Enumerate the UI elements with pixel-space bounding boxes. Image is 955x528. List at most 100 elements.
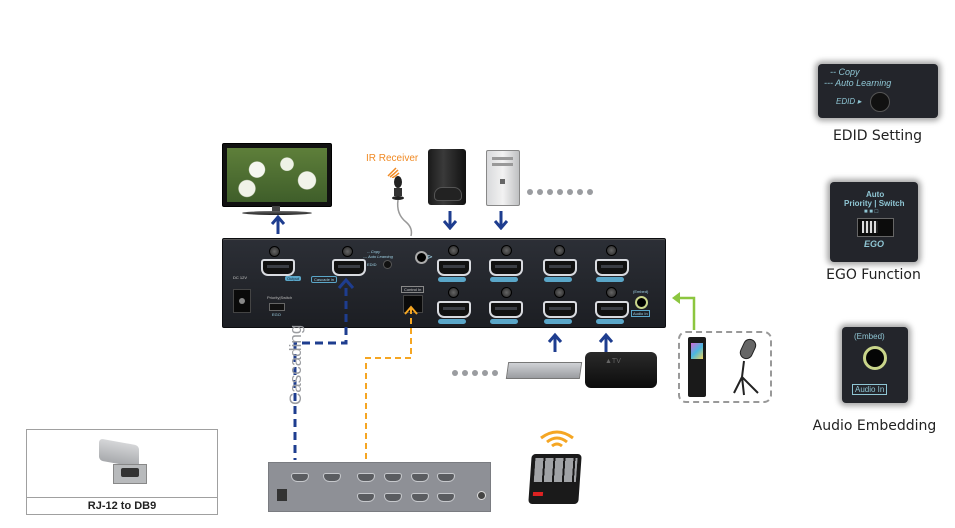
switch-text: Switch bbox=[878, 199, 905, 208]
portable-player bbox=[688, 337, 706, 397]
ir-receiver-device bbox=[391, 174, 421, 243]
hdmi-input-port[interactable] bbox=[595, 259, 629, 276]
arrow-up-appletv bbox=[598, 332, 614, 352]
edid-auto-learning-text: --- Auto Learning bbox=[824, 78, 892, 88]
audio-embedding-image: (Embed) Audio In bbox=[842, 327, 908, 403]
hdmi-input-port[interactable] bbox=[595, 301, 629, 318]
input-tag bbox=[438, 277, 466, 282]
edid-setting-label: EDID Setting bbox=[832, 128, 923, 144]
hdmi-port bbox=[411, 473, 429, 482]
output-tag: Output bbox=[285, 276, 302, 281]
input-tag bbox=[596, 319, 624, 324]
switch-text: Switch bbox=[280, 295, 293, 300]
embed-tag: (Embed) bbox=[633, 289, 649, 294]
input-tag bbox=[596, 277, 624, 282]
dc-jack bbox=[277, 489, 287, 501]
microphone bbox=[730, 337, 764, 402]
ir-signal-icon bbox=[386, 165, 400, 183]
ego-priority-switch-text: Priority | Switch bbox=[844, 199, 905, 208]
hdmi-port bbox=[384, 473, 402, 482]
hdmi-matrix-switch-rear-panel: DC 12V Priority|Switch EGO Output Cascad… bbox=[222, 238, 666, 328]
wifi-signal-icon bbox=[537, 428, 577, 453]
edid-label: EDID ▸ bbox=[836, 97, 862, 106]
edid-button[interactable] bbox=[383, 260, 392, 269]
dvd-player-source bbox=[505, 362, 583, 379]
edid-button[interactable] bbox=[870, 92, 890, 112]
ir-receiver-label: IR Receiver bbox=[366, 153, 419, 164]
hdmi-input-port[interactable] bbox=[489, 259, 523, 276]
hdmi-input-port[interactable] bbox=[489, 301, 523, 318]
audio-jack bbox=[477, 491, 486, 500]
hdmi-input-port[interactable] bbox=[437, 301, 471, 318]
rj12-to-db9-label: RJ-12 to DB9 bbox=[27, 497, 217, 514]
adapter-image bbox=[89, 438, 151, 490]
dc-power-jack[interactable] bbox=[233, 289, 251, 313]
control-in-tag: Control In bbox=[401, 286, 425, 293]
priority-text: Priority bbox=[267, 295, 280, 300]
dc-label: DC 12V bbox=[233, 275, 248, 280]
apple-tv-source: ▲TV bbox=[585, 352, 657, 388]
priority-text: Priority bbox=[844, 199, 873, 208]
hdmi-cascade-port[interactable] bbox=[332, 259, 366, 276]
audio-in-jack[interactable] bbox=[863, 346, 887, 370]
screw bbox=[342, 246, 353, 257]
hdmi-port bbox=[437, 493, 455, 502]
hdmi-port bbox=[323, 473, 341, 482]
control-in-rj12-port[interactable] bbox=[403, 295, 423, 313]
input-tag bbox=[544, 319, 572, 324]
cascading-label: Cascading bbox=[286, 324, 305, 405]
ego-label: EGO bbox=[272, 312, 281, 317]
audio-in-tag: Audio In bbox=[631, 310, 650, 317]
rj12-to-db9-adapter-box: RJ-12 to DB9 bbox=[26, 429, 218, 515]
screw bbox=[448, 245, 459, 256]
input-tag bbox=[490, 319, 518, 324]
hdmi-port bbox=[411, 493, 429, 502]
ego-slide-switch[interactable] bbox=[857, 218, 894, 237]
ego-auto-text: Auto bbox=[866, 190, 885, 199]
tv-screen bbox=[227, 148, 327, 202]
hdmi-input-port[interactable] bbox=[543, 259, 577, 276]
screw bbox=[269, 246, 280, 257]
edid-copy-text: -- Copy bbox=[367, 249, 381, 254]
input-tag bbox=[544, 277, 572, 282]
embed-text: (Embed) bbox=[854, 332, 885, 341]
ir-control-arrow bbox=[404, 305, 418, 315]
screw bbox=[448, 287, 459, 298]
screw bbox=[554, 287, 565, 298]
cascade-line bbox=[293, 288, 348, 460]
cascaded-matrix-switch bbox=[268, 462, 491, 512]
game-console-source bbox=[428, 149, 466, 205]
pc-tower-source bbox=[486, 150, 520, 206]
audio-arrow bbox=[672, 292, 680, 304]
ego-priority-switch-label: Priority|Switch bbox=[267, 295, 293, 300]
indicator-squares: ■ ■ □ bbox=[864, 209, 879, 215]
screw bbox=[606, 245, 617, 256]
ir-jack-icon: ⊳ bbox=[427, 254, 433, 261]
hdmi-port bbox=[291, 473, 309, 482]
audio-sources-group bbox=[678, 331, 772, 403]
hdmi-input-port[interactable] bbox=[437, 259, 471, 276]
arrow-down-pc bbox=[493, 210, 509, 235]
ego-slide-switch[interactable] bbox=[269, 303, 285, 311]
edid-copy-text: -- Copy bbox=[830, 67, 860, 77]
hdmi-port bbox=[357, 493, 375, 502]
hdmi-port bbox=[384, 493, 402, 502]
hdmi-output-port[interactable] bbox=[261, 259, 295, 276]
audio-line bbox=[676, 296, 696, 330]
more-sources-dots-top bbox=[527, 189, 593, 195]
audio-in-jack[interactable] bbox=[635, 296, 648, 309]
ir-jack[interactable] bbox=[415, 251, 428, 264]
input-tag bbox=[438, 319, 466, 324]
audio-embedding-label: Audio Embedding bbox=[812, 418, 937, 434]
hdmi-port bbox=[357, 473, 375, 482]
ego-function-image: Auto Priority | Switch ■ ■ □ EGO bbox=[830, 182, 918, 262]
edid-auto-text: --- Auto Learning bbox=[363, 254, 393, 259]
edid-button-text: EDID bbox=[836, 97, 856, 106]
ego-function-label: EGO Function bbox=[826, 267, 921, 283]
edid-btn-label: EDID bbox=[367, 262, 377, 267]
hdmi-input-port[interactable] bbox=[543, 301, 577, 318]
audio-in-text: Audio In bbox=[852, 384, 888, 395]
ir-control-line bbox=[365, 308, 412, 500]
screw bbox=[606, 287, 617, 298]
